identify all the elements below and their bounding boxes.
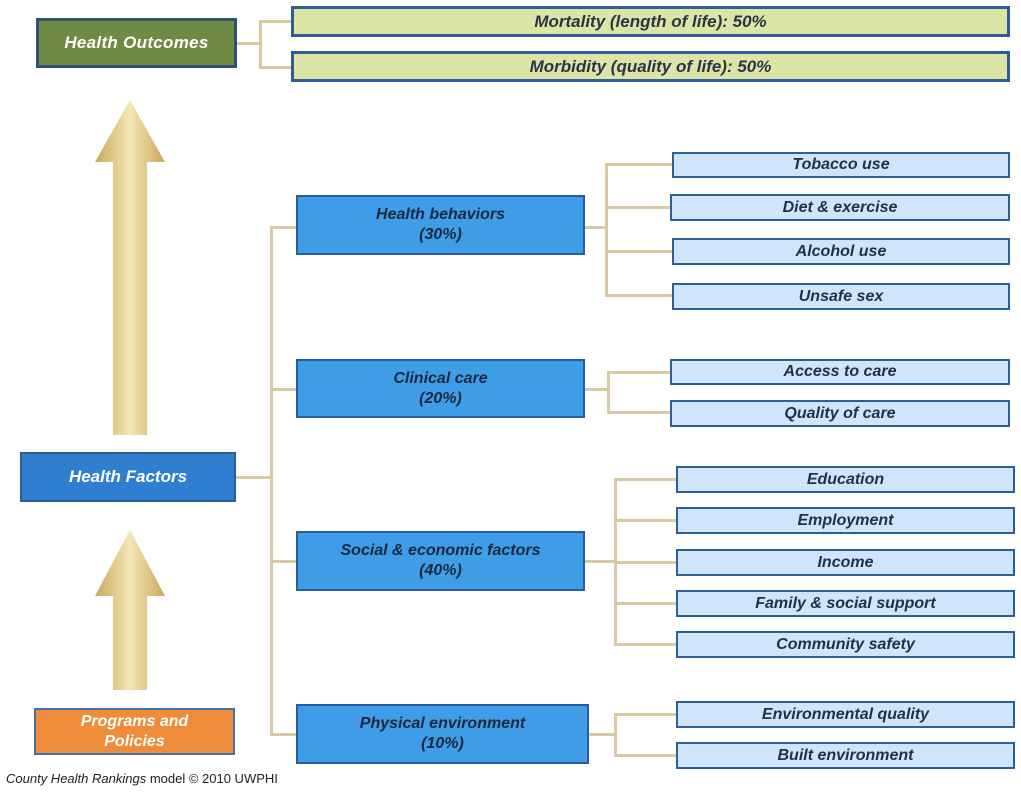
factor-item: Family & social support: [676, 590, 1015, 617]
category-weight: (20%): [419, 389, 462, 407]
health-factors-box: Health Factors: [20, 452, 236, 502]
factor-item: Environmental quality: [676, 701, 1015, 728]
outcome-morbidity-box: Morbidity (quality of life): 50%: [291, 51, 1010, 82]
category-social-economic: Social & economic factors (40%): [296, 531, 585, 591]
category-weight: (10%): [421, 735, 464, 752]
connector: [585, 388, 609, 391]
connector: [614, 713, 617, 755]
programs-line: Programs and: [80, 712, 189, 730]
connector: [270, 733, 296, 736]
connector: [607, 371, 671, 374]
connector: [270, 388, 296, 391]
connector: [259, 20, 262, 68]
category-health-behaviors: Health behaviors (30%): [296, 195, 585, 255]
caption-italic: County Health Rankings: [6, 771, 147, 786]
factor-item: Education: [676, 466, 1015, 493]
connector: [614, 478, 676, 481]
connector: [607, 371, 610, 413]
connector: [585, 560, 615, 563]
category-clinical-care: Clinical care (20%): [296, 359, 585, 418]
connector: [259, 20, 291, 23]
connector: [614, 713, 676, 716]
connector: [605, 206, 672, 209]
connector: [236, 476, 272, 479]
up-arrow-icon: [95, 100, 165, 435]
programs-policies-box: Programs and Policies: [34, 708, 235, 755]
factor-item: Employment: [676, 507, 1015, 534]
connector: [589, 733, 616, 736]
connector: [605, 163, 608, 296]
up-arrow-icon: [95, 530, 165, 690]
connector: [614, 519, 676, 522]
connector: [270, 560, 296, 563]
connector: [236, 42, 260, 45]
outcome-mortality-box: Mortality (length of life): 50%: [291, 6, 1010, 37]
connector: [614, 754, 676, 757]
factor-item: Income: [676, 549, 1015, 576]
connector: [605, 163, 672, 166]
connector: [270, 226, 273, 734]
health-outcomes-box: Health Outcomes: [36, 18, 237, 68]
category-weight: (40%): [419, 562, 462, 579]
factor-item: Tobacco use: [672, 152, 1010, 178]
factor-item: Alcohol use: [672, 238, 1010, 265]
caption: County Health Rankings model © 2010 UWPH…: [6, 771, 278, 786]
connector: [585, 226, 607, 229]
connector: [605, 294, 672, 297]
category-name: Social & economic factors: [340, 542, 541, 559]
factor-item: Built environment: [676, 742, 1015, 769]
connector: [614, 561, 676, 564]
connector: [614, 643, 676, 646]
category-name: Clinical care: [393, 369, 488, 387]
connector: [607, 411, 671, 414]
connector: [270, 226, 296, 229]
policies-line: Policies: [104, 732, 165, 750]
connector: [259, 66, 291, 69]
connector: [614, 602, 676, 605]
category-physical-environment: Physical environment (10%): [296, 704, 589, 764]
connector: [605, 250, 672, 253]
category-name: Physical environment: [359, 715, 526, 732]
factor-item: Access to care: [670, 359, 1010, 385]
factor-item: Quality of care: [670, 400, 1010, 427]
category-name: Health behaviors: [376, 206, 505, 223]
factor-item: Diet & exercise: [670, 194, 1010, 221]
factor-item: Community safety: [676, 631, 1015, 658]
category-weight: (30%): [419, 226, 462, 243]
factor-item: Unsafe sex: [672, 283, 1010, 310]
caption-rest: model © 2010 UWPHI: [146, 771, 278, 786]
